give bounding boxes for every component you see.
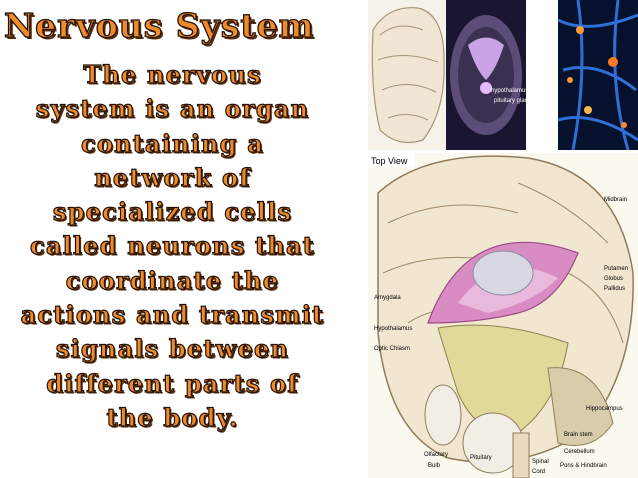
description-line: called neurons that [29,231,315,261]
diagram-label-top-view: Top View [371,156,408,166]
diagram-label-hypothalamus: Hypothalamus [374,326,412,332]
diagram-label-hippocampus: Hippocampus [586,406,623,412]
diagram-label-pallidus: Pallidus [604,286,625,292]
description-line: containing a [80,128,264,158]
mri-label-hypothalamus: hypothalamus [491,88,528,94]
neurons-image [558,0,638,150]
description-line: network of [94,162,251,192]
diagram-label-cord: Cord [532,469,545,475]
diagram-label-brain-stem: Brain stem [564,432,593,438]
description-line: signals between [55,334,290,364]
diagram-label-bulb: Bulb [428,463,441,469]
brain-scan-image: hypothalamus pituitary gland [446,0,558,150]
diagram-label-amygdala: Amygdala [374,295,401,301]
diagram-label-pons-hindbrain: Pons & Hindbrain [560,463,607,469]
description-line: actions and transmit [20,299,325,330]
description-line: the body. [106,402,239,432]
description-text: The nervous system is an organ containin… [0,58,345,435]
diagram-label-optic-chiasm: Optic Chiasm [374,346,410,352]
diagram-label-pituitary: Pituitary [470,455,492,461]
diagram-label-cerebellum: Cerebellum [564,449,595,455]
page-title: Nervous System [3,5,315,45]
description-line: different parts of [46,368,299,398]
diagram-label-olfactory: Olfactory [424,452,448,458]
description-line: coordinate the [65,265,280,295]
description-line: system is an organ [35,94,310,124]
mri-label-pituitary: pituitary gland [494,98,531,104]
brain-sketch-image [368,0,446,150]
description-line: The nervous [83,59,262,89]
description-line: specialized cells [52,197,293,227]
diagram-label-globus: Globus [604,276,623,282]
diagram-label-spinal: Spinal [532,459,549,465]
diagram-label-midbrain: Midbrain [604,197,627,203]
diagram-label-putamen: Putamen [604,266,628,272]
brain-anatomy-diagram: Top View Midbrain Putamen Globus Pallidu… [368,153,638,478]
